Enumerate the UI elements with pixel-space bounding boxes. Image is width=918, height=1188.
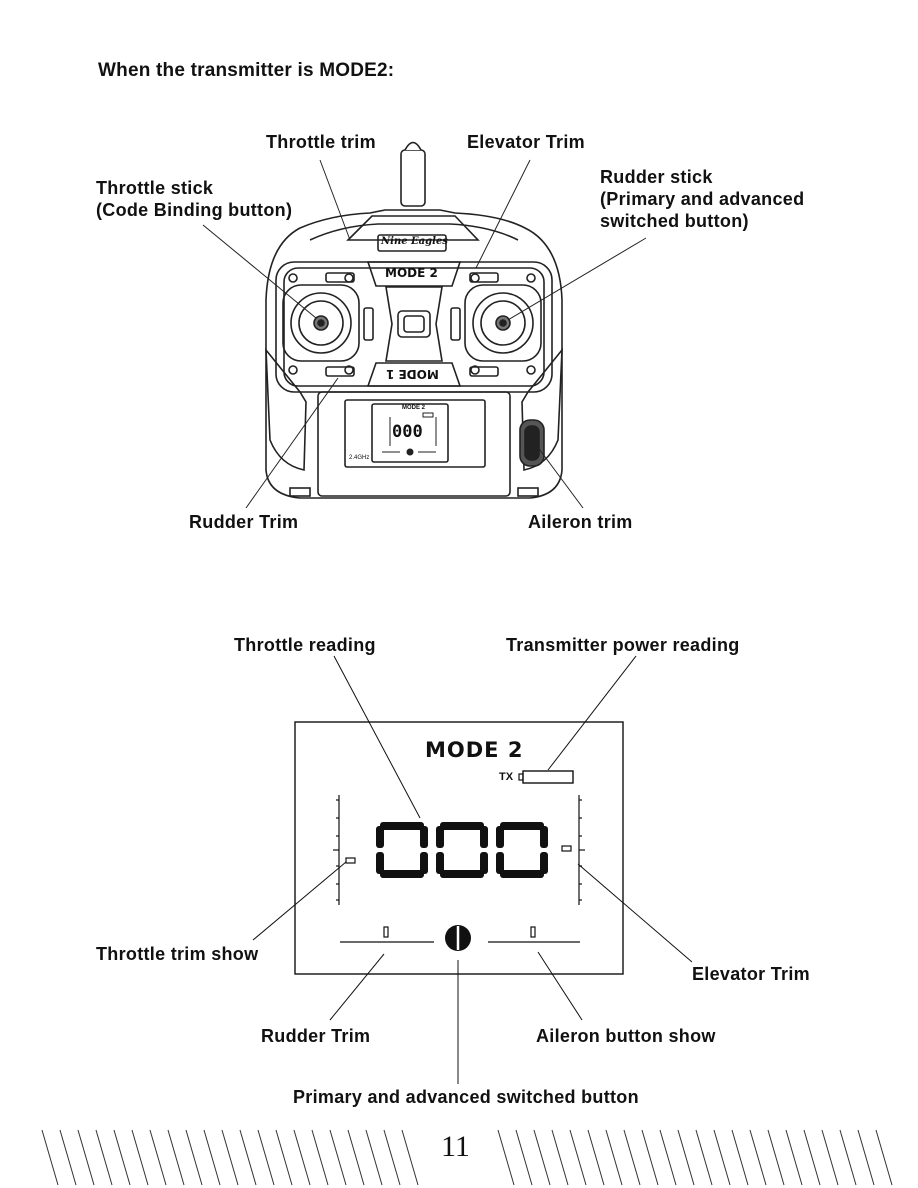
hatch-line — [515, 1129, 533, 1186]
hatch-line — [659, 1129, 677, 1186]
hatch-line — [623, 1129, 641, 1186]
transmitter-lcd-reading: 000 — [392, 422, 423, 442]
hatch-line — [95, 1129, 113, 1186]
hatch-line — [383, 1129, 401, 1186]
hatch-line — [257, 1129, 275, 1186]
display-mode: MODE 2 — [425, 738, 524, 762]
label-rudder-stick: Rudder stick — [600, 167, 713, 187]
hatch-line — [239, 1129, 257, 1186]
label-throttle-trim: Throttle trim — [266, 132, 376, 152]
hatch-line — [569, 1129, 587, 1186]
hatch-line — [293, 1129, 311, 1186]
hatch-line — [785, 1129, 803, 1186]
label-throttle-reading: Throttle reading — [234, 635, 376, 655]
transmitter-mode-top: MODE 2 — [385, 266, 438, 280]
transmitter-lcd-frequency: 2.4GHz — [349, 455, 370, 461]
transmitter-lcd-mode: MODE 2 — [402, 405, 426, 411]
hatch-line — [59, 1129, 77, 1186]
label-elevator-trim: Elevator Trim — [467, 132, 585, 152]
label-switched-button: Primary and advanced switched button — [293, 1087, 639, 1107]
hatch-line — [551, 1129, 569, 1186]
hatch-line — [149, 1129, 167, 1186]
label-rudder-stick-note-2: switched button) — [600, 211, 749, 231]
hatch-line — [713, 1129, 731, 1186]
hatch-line — [695, 1129, 713, 1186]
label-rudder-stick-note-1: (Primary and advanced — [600, 189, 805, 209]
label-throttle-stick: Throttle stick — [96, 178, 214, 198]
hatch-line — [587, 1129, 605, 1186]
hatch-line — [347, 1129, 365, 1186]
hatch-line — [839, 1129, 857, 1186]
hatch-line — [131, 1129, 149, 1186]
hatch-line — [731, 1129, 749, 1186]
page-heading: When the transmitter is MODE2: — [98, 60, 395, 81]
hatch-line — [329, 1129, 347, 1186]
label-aileron-trim: Aileron trim — [528, 512, 633, 532]
hatch-line — [113, 1129, 131, 1186]
label-throttle-trim-show: Throttle trim show — [96, 944, 259, 964]
hatch-line — [533, 1129, 551, 1186]
hatch-line — [203, 1129, 221, 1186]
hatch-line — [821, 1129, 839, 1186]
hatch-line — [401, 1129, 419, 1186]
label-aileron-button-show: Aileron button show — [536, 1026, 716, 1046]
label-display-rudder-trim: Rudder Trim — [261, 1026, 371, 1046]
hatch-line — [221, 1129, 239, 1186]
hatch-line — [875, 1129, 893, 1186]
label-throttle-stick-note: (Code Binding button) — [96, 200, 293, 220]
label-display-elevator-trim: Elevator Trim — [692, 964, 810, 984]
hatch-line — [497, 1129, 515, 1186]
hatch-line — [749, 1129, 767, 1186]
hatch-line — [365, 1129, 383, 1186]
hatch-line — [311, 1129, 329, 1186]
page-number: 11 — [441, 1130, 470, 1163]
hatch-line — [857, 1129, 875, 1186]
label-rudder-trim: Rudder Trim — [189, 512, 299, 532]
hatch-line — [641, 1129, 659, 1186]
hatch-line — [605, 1129, 623, 1186]
transmitter-brand: Nine Eagles — [381, 236, 448, 247]
hatch-line — [167, 1129, 185, 1186]
hatch-line — [803, 1129, 821, 1186]
hatch-line — [41, 1129, 59, 1186]
hatch-line — [767, 1129, 785, 1186]
label-power-reading: Transmitter power reading — [506, 635, 740, 655]
hatch-line — [275, 1129, 293, 1186]
hatch-line — [185, 1129, 203, 1186]
display-tx-label: TX — [499, 771, 514, 783]
hatch-line — [77, 1129, 95, 1186]
hatch-line — [677, 1129, 695, 1186]
